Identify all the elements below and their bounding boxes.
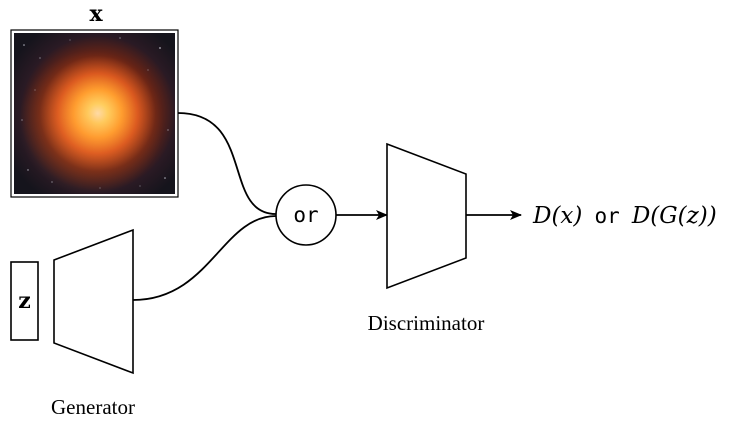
image-label-x: x xyxy=(89,1,103,27)
wire-image-to-combiner xyxy=(177,112,277,215)
generator-block xyxy=(53,228,134,375)
output-d-x: D(x) xyxy=(532,203,582,229)
wire-generator-to-combiner xyxy=(132,215,277,301)
galaxy-stars xyxy=(21,37,169,189)
combiner-or-label: or xyxy=(293,203,318,227)
latent-label-z: z xyxy=(18,288,31,314)
latent-vector-box xyxy=(10,261,39,341)
output-or: or xyxy=(594,204,619,228)
output-d-g-z: D(G(z)) xyxy=(631,203,717,229)
generator-caption: Generator xyxy=(51,395,135,419)
galaxy-image xyxy=(10,29,179,198)
discriminator-block xyxy=(386,142,467,290)
discriminator-caption: Discriminator xyxy=(368,311,485,335)
output-expression: D(x) or D(G(z)) xyxy=(532,203,717,229)
